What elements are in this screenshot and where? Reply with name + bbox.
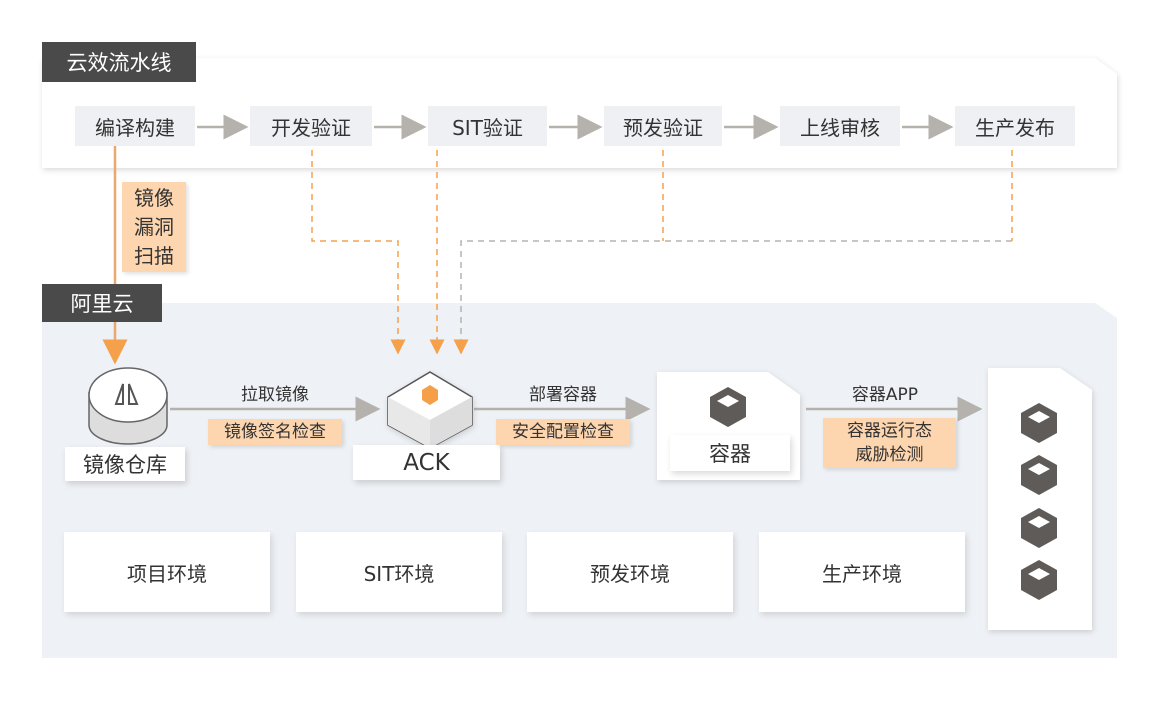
stage-build[interactable]: 编译构建 xyxy=(75,106,195,146)
stage-pre-verify[interactable]: 预发验证 xyxy=(604,106,722,146)
container-icons xyxy=(710,387,1057,600)
stage-dev-verify[interactable]: 开发验证 xyxy=(250,106,372,146)
container-label: 容器 xyxy=(670,435,790,471)
env-sit: SIT环境 xyxy=(296,532,502,612)
ack-cube-icon xyxy=(387,371,473,449)
pipeline-title: 云效流水线 xyxy=(42,42,196,82)
signature-check-tag: 镜像签名检查 xyxy=(208,419,342,445)
env-pre: 预发环境 xyxy=(527,532,733,612)
cloud-title: 阿里云 xyxy=(42,284,162,322)
config-check-tag: 安全配置检查 xyxy=(496,419,630,445)
deploy-label: 部署容器 xyxy=(529,385,597,405)
stage-production[interactable]: 生产发布 xyxy=(955,106,1075,146)
pull-label: 拉取镜像 xyxy=(241,385,309,405)
stage-release-review[interactable]: 上线审核 xyxy=(780,106,900,146)
env-project: 项目环境 xyxy=(64,532,270,612)
app-label: 容器APP xyxy=(851,385,919,405)
repo-label: 镜像仓库 xyxy=(65,447,185,481)
image-scan-tag: 镜像 漏洞 扫描 xyxy=(122,182,186,272)
env-production: 生产环境 xyxy=(759,532,965,612)
app-card xyxy=(988,368,1092,630)
ack-label: ACK xyxy=(353,445,500,480)
stage-sit-verify[interactable]: SIT验证 xyxy=(428,106,547,146)
repo-cylinder-icon xyxy=(88,367,168,445)
dashed-links xyxy=(311,150,1013,355)
runtime-threat-tag: 容器运行态 威胁检测 xyxy=(823,418,956,468)
